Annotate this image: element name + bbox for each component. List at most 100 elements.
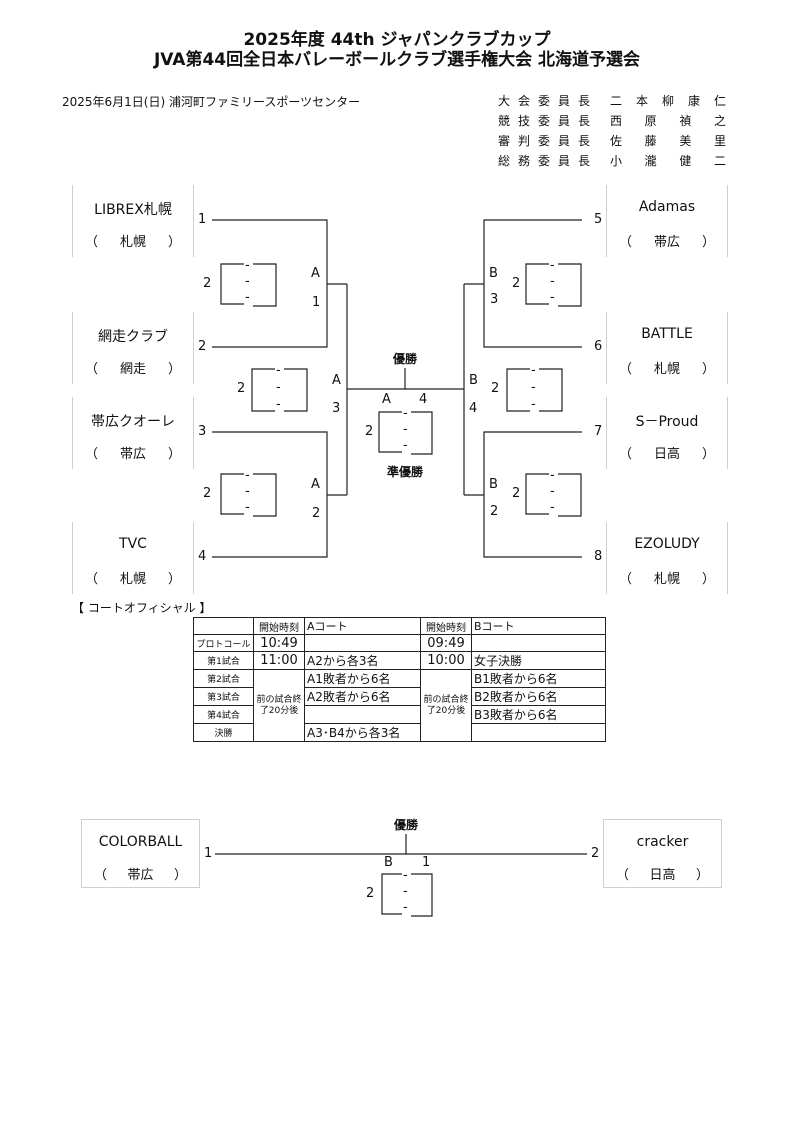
table-cell: 09:49 [420, 634, 472, 652]
table-row: 第2試合 前の試合終了20分後 A1敗者から6名 前の試合終了20分後 B1敗者… [193, 669, 606, 742]
set-count: 2 [491, 381, 500, 396]
team-box-4: TVC （札幌） [72, 522, 194, 594]
table-cell [304, 705, 421, 724]
match-number: 1 [422, 855, 431, 870]
runner-up-label: 準優勝 [387, 465, 424, 479]
table-cell: A2敗者から6名 [304, 687, 421, 706]
table-cell: B1敗者から6名 [471, 669, 606, 688]
set-count: 2 [203, 276, 212, 291]
table-header: Aコート [304, 617, 421, 635]
team-region: （網走） [85, 362, 181, 377]
table-cell: B3敗者から6名 [471, 705, 606, 724]
team-name: TVC [119, 536, 147, 552]
score-dash: - [550, 500, 555, 515]
table-cell: 前の試合終了20分後 [253, 669, 305, 742]
champion-label: 優勝 [393, 352, 418, 366]
match-court: A [311, 477, 320, 492]
seed-number: 2 [198, 339, 207, 354]
official-name: 西原禎之 [610, 114, 726, 128]
official-role: 競技委員長 [498, 114, 590, 128]
team-name: Adamas [638, 199, 696, 215]
set-count: 2 [365, 424, 374, 439]
table-cell: A3･B4から各3名 [304, 723, 421, 742]
team-name: 網走クラブ [98, 329, 168, 345]
score-dash: - [245, 274, 250, 289]
table-cell: 10:49 [253, 634, 305, 652]
team-box-6: BATTLE （札幌） [606, 312, 728, 384]
team-region: （札幌） [85, 572, 181, 587]
score-dash: - [403, 422, 408, 437]
score-dash: - [550, 258, 555, 273]
table-cell: 第4試合 [193, 705, 254, 724]
table-row: プロトコール 10:49 09:49 [193, 634, 606, 652]
womens-team-box-left: COLORBALL （帯広） [81, 819, 200, 888]
score-dash: - [403, 438, 408, 453]
table-row: 第4試合 B3敗者から6名 [193, 705, 606, 724]
table-cell: A1敗者から6名 [304, 669, 421, 688]
court-officials-table: 開始時刻 Aコート 開始時刻 Bコート プロトコール 10:49 09:49 第… [193, 617, 606, 742]
team-name: 帯広クオーレ [91, 414, 175, 430]
match-number: 3 [490, 292, 499, 307]
score-dash: - [403, 884, 408, 899]
match-number: 4 [469, 401, 478, 416]
seed-number: 6 [594, 339, 603, 354]
table-cell [471, 723, 606, 742]
champion-label: 優勝 [394, 818, 419, 832]
table-cell: 第2試合 [193, 669, 254, 688]
team-box-2: 網走クラブ （網走） [72, 312, 194, 384]
table-header: 開始時刻 [253, 617, 305, 635]
team-region: （帯広） [94, 868, 187, 883]
team-region: （帯広） [619, 235, 715, 250]
team-name: LIBREX札幌 [94, 202, 172, 218]
team-box-5: Adamas （帯広） [606, 185, 728, 257]
match-court: A [332, 373, 341, 388]
score-dash: - [550, 484, 555, 499]
match-number: 3 [332, 401, 341, 416]
match-court: B [489, 477, 498, 492]
match-number: 2 [312, 506, 321, 521]
team-name: S－Proud [635, 414, 699, 430]
match-number: 2 [490, 504, 499, 519]
table-cell: 女子決勝 [471, 651, 606, 670]
set-count: 2 [203, 486, 212, 501]
score-dash: - [550, 290, 555, 305]
score-dash: - [276, 363, 281, 378]
table-row: 第1試合 11:00 A2から各3名 10:00 女子決勝 [193, 651, 606, 670]
match-court: B [384, 855, 393, 870]
seed-number: 1 [198, 212, 207, 227]
team-name: cracker [636, 834, 689, 850]
match-court: B [469, 373, 478, 388]
page-title: 2025年度 44th ジャパンクラブカップ [243, 30, 551, 50]
team-box-1: LIBREX札幌 （札幌） [72, 185, 194, 257]
match-court: A [382, 392, 391, 407]
score-dash: - [550, 468, 555, 483]
seed-number: 2 [591, 846, 600, 861]
womens-team-box-right: cracker （日高） [603, 819, 722, 888]
team-box-8: EZOLUDY （札幌） [606, 522, 728, 594]
date-venue: 2025年6月1日(日) 浦河町ファミリースポーツセンター [62, 95, 361, 109]
team-region: （日高） [616, 868, 709, 883]
match-court: A [311, 266, 320, 281]
score-dash: - [531, 397, 536, 412]
set-count: 2 [366, 886, 375, 901]
team-box-3: 帯広クオーレ （帯広） [72, 397, 194, 469]
table-row: 第3試合 A2敗者から6名 B2敗者から6名 [193, 687, 606, 706]
table-row: 決勝 A3･B4から各3名 [193, 723, 606, 742]
score-dash: - [531, 380, 536, 395]
table-cell [471, 634, 606, 652]
team-box-7: S－Proud （日高） [606, 397, 728, 469]
page-subtitle: JVA第44回全日本バレーボールクラブ選手権大会 北海道予選会 [153, 50, 641, 70]
table-cell: 11:00 [253, 651, 305, 670]
official-name: 佐藤美里 [610, 134, 726, 148]
table-header: Bコート [471, 617, 606, 635]
score-dash: - [550, 274, 555, 289]
official-name: 二本柳康仁 [610, 94, 726, 108]
seed-number: 5 [594, 212, 603, 227]
official-role: 総務委員長 [498, 154, 590, 168]
table-cell: A2から各3名 [304, 651, 421, 670]
team-region: （日高） [619, 447, 715, 462]
match-court: B [489, 266, 498, 281]
official-role: 大会委員長 [498, 94, 590, 108]
team-region: （札幌） [85, 235, 181, 250]
seed-number: 7 [594, 424, 603, 439]
